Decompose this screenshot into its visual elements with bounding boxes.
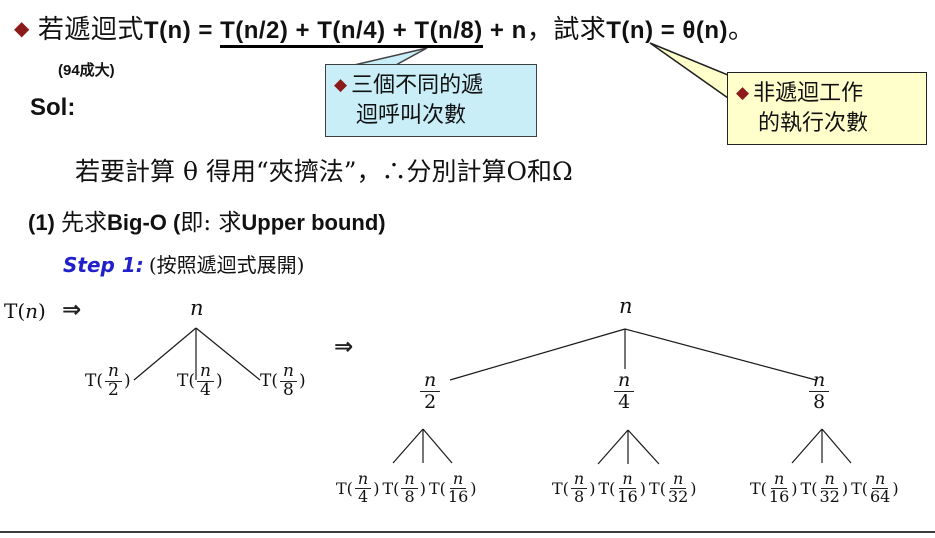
- right-tree-forks: [392, 428, 852, 465]
- leaf-node: T( n 16 ): [428, 469, 477, 506]
- callout-pointer-yellow: [649, 42, 729, 100]
- left-tree-child-2: T( n 4 ): [177, 362, 223, 400]
- diamond-bullet-icon: ◆: [14, 16, 30, 40]
- leaf-node: T( n 16 ): [750, 469, 798, 506]
- t-close: ): [38, 299, 46, 323]
- callout-nonrecursive-work: ◆非遞迴工作 的執行次數: [727, 72, 927, 146]
- left-tree-edges: [133, 327, 261, 381]
- left-tree-child-3: T( n 8 ): [260, 362, 306, 400]
- t-close: ): [791, 478, 798, 498]
- callout-recursive-line1: 三個不同的遞: [351, 73, 484, 98]
- t-open: T(: [4, 299, 26, 323]
- right-tree-root: n: [619, 294, 633, 318]
- expand-arrow-icon: ⇒: [334, 334, 354, 360]
- fraction: n 4: [196, 362, 214, 400]
- leaf-node: T( n 8 ): [552, 470, 596, 506]
- t-open: T(: [552, 478, 569, 498]
- left-tree-root: n: [190, 296, 204, 320]
- bigO-cn1: 先求: [61, 210, 107, 236]
- t-open: T(: [598, 478, 616, 498]
- leaf-group-2: T( n 8 ) T( n 16 ) T( n 32 ): [552, 469, 697, 506]
- leaf-node: T( n 64 ): [851, 469, 899, 506]
- t-open: T(: [750, 478, 767, 498]
- n-var: n: [25, 299, 39, 323]
- t-close: ): [123, 371, 131, 392]
- exam-source: (94成大): [58, 62, 115, 79]
- leaf-group-3: T( n 16 ) T( n 32 ) T( n 64 ): [750, 469, 899, 506]
- callout-nonrecursive-line2: 的執行次數: [758, 110, 869, 136]
- fraction: n 8: [401, 470, 418, 506]
- leaf-group-1: T( n 4 ) T( n 8 ) T( n 16 ): [336, 469, 477, 506]
- problem-period: 。: [728, 15, 755, 45]
- t-open: T(: [260, 371, 278, 392]
- fraction: n 16: [768, 469, 790, 506]
- problem-statement: ◆若遞迴式T(n) = T(n/2) + T(n/4) + T(n/8) + n…: [14, 9, 755, 48]
- diamond-bullet-icon: ◆: [334, 75, 348, 95]
- t-open: T(: [851, 478, 868, 498]
- step1-note: (按照遞迴式展開): [148, 253, 305, 277]
- t-close: ): [298, 371, 306, 392]
- step1-label: Step 1:: [63, 253, 144, 277]
- t-close: ): [589, 478, 596, 498]
- t-close: ): [470, 478, 477, 498]
- leaf-node: T( n 8 ): [382, 470, 426, 506]
- t-of-n-label: T(n): [4, 299, 46, 323]
- leaf-node: T( n 32 ): [649, 469, 697, 506]
- leaf-node: T( n 16 ): [598, 469, 647, 506]
- callout-nonrecursive-line1: 非遞迴工作: [753, 81, 864, 106]
- t-close: ): [419, 478, 426, 498]
- right-tree-child-1: n 2: [420, 370, 441, 413]
- right-tree-child-3: n 8: [809, 370, 830, 413]
- callout-recursive-line2: 迴呼叫次數: [356, 102, 467, 128]
- squeeze-method-line: 若要計算 θ 得用“夾擠法”，∴分別計算O和Ω: [75, 157, 573, 186]
- right-tree-child-2: n 4: [614, 370, 635, 413]
- recurrence-plus-n: + n: [482, 17, 527, 44]
- t-open: T(: [85, 371, 103, 392]
- fraction: n 8: [570, 470, 588, 506]
- t-close: ): [639, 478, 647, 498]
- bigO-cn2: 即: 求: [180, 210, 242, 236]
- t-open: T(: [336, 478, 353, 498]
- callout-recursive-calls: ◆三個不同的遞 迴呼叫次數: [325, 64, 537, 138]
- left-tree-child-1: T( n 2 ): [85, 362, 131, 400]
- fraction: n 16: [617, 469, 638, 506]
- fraction: n 64: [869, 469, 891, 506]
- t-open: T(: [428, 478, 446, 498]
- t-close: ): [892, 478, 899, 498]
- fraction: n 32: [819, 469, 840, 506]
- step1-line: Step 1: (按照遞迴式展開): [63, 249, 304, 278]
- fraction: n 16: [447, 469, 469, 506]
- bigO-step-line: (1) 先求Big-O (即: 求Upper bound): [28, 203, 386, 237]
- fraction: n 4: [354, 470, 372, 506]
- t-open: T(: [177, 371, 195, 392]
- expand-arrow-icon: ⇒: [62, 297, 82, 323]
- t-close: ): [215, 371, 223, 392]
- t-open: T(: [800, 478, 818, 498]
- t-open: T(: [649, 478, 666, 498]
- right-tree-root-edges: [449, 328, 817, 381]
- bottom-divider: [0, 531, 935, 533]
- fraction: n 32: [667, 469, 689, 506]
- problem-prefix: 若遞迴式: [37, 15, 144, 45]
- leaf-node: T( n 4 ): [336, 470, 380, 506]
- bigO-index: (1): [28, 210, 61, 235]
- bigO-latin1: Big-O (: [107, 210, 181, 235]
- t-close: ): [690, 478, 697, 498]
- fraction: n 2: [104, 362, 122, 400]
- t-close: ): [373, 478, 380, 498]
- t-open: T(: [382, 478, 400, 498]
- recurrence-recursive-terms: T(n/2) + T(n/4) + T(n/8): [220, 17, 483, 48]
- diamond-bullet-icon: ◆: [736, 83, 750, 103]
- goal-lhs: T(n) =: [606, 17, 683, 44]
- leaf-node: T( n 32 ): [800, 469, 849, 506]
- goal-theta: θ(n): [682, 17, 729, 44]
- problem-mid: ，試求: [526, 15, 607, 45]
- bigO-latin2: Upper bound): [241, 210, 386, 235]
- fraction: n 8: [279, 362, 297, 400]
- t-close: ): [841, 478, 849, 498]
- recurrence-lhs: T(n) =: [143, 17, 221, 44]
- solution-label: Sol:: [30, 94, 76, 121]
